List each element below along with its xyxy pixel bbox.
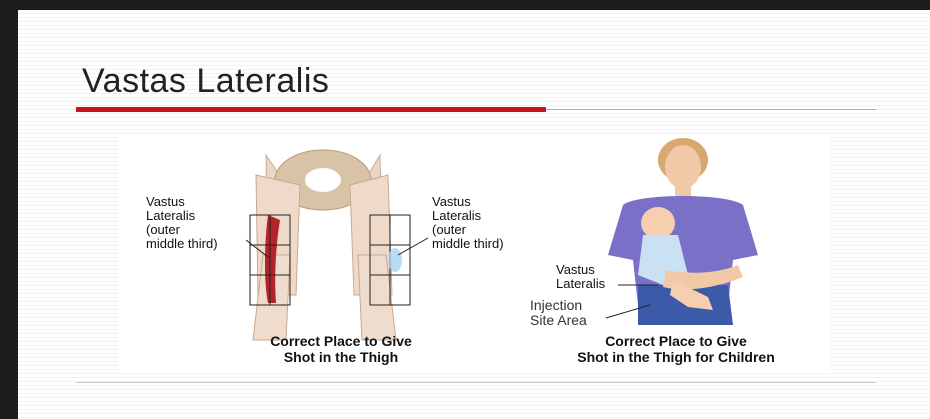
slide: Vastas Lateralis bbox=[18, 10, 930, 419]
left-leg-label: Vastus Lateralis (outer middle third) bbox=[146, 195, 218, 251]
child-head bbox=[641, 207, 675, 239]
thigh-caption: Correct Place to Give Shot in the Thigh bbox=[226, 333, 456, 365]
injection-site-label: Injection Site Area bbox=[530, 298, 587, 328]
right-leg-label: Vastus Lateralis (outer middle third) bbox=[432, 195, 504, 251]
title-underline-accent bbox=[76, 107, 546, 112]
children-caption: Correct Place to Give Shot in the Thigh … bbox=[516, 333, 836, 365]
slide-title: Vastas Lateralis bbox=[82, 62, 329, 101]
injection-site-illustration: Vastus Lateralis (outer middle third) Va… bbox=[118, 135, 830, 371]
title-underline-thin bbox=[546, 109, 876, 110]
bottom-divider bbox=[76, 382, 876, 383]
mother-face bbox=[665, 145, 701, 189]
thigh-diagram bbox=[246, 150, 428, 340]
mother-child-diagram bbox=[606, 138, 758, 325]
vastus-lateralis-label: Vastus Lateralis bbox=[556, 263, 605, 291]
